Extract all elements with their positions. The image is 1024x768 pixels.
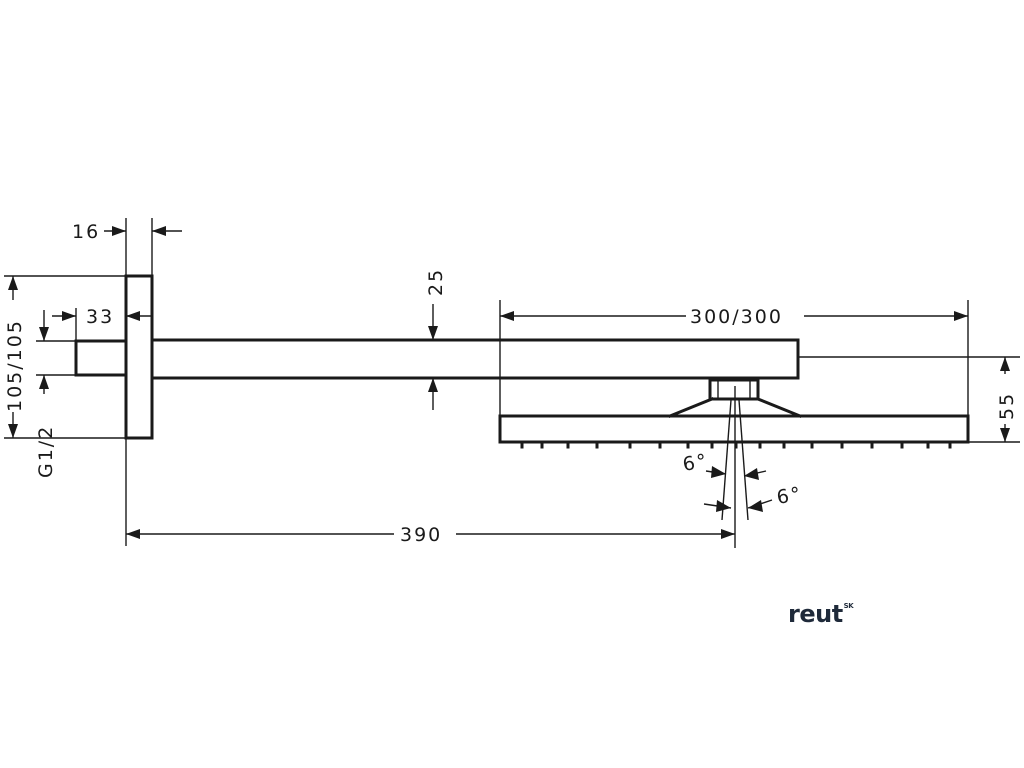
dim-flange-size-label: 105/105	[4, 319, 26, 412]
tilt-line-right	[738, 399, 749, 521]
arm-connector	[708, 378, 760, 401]
shower-arm	[150, 338, 800, 380]
dim-inlet-length-label: 33	[86, 306, 114, 328]
dim-head-size: 300/300	[499, 300, 969, 416]
dim-flange-size: 105/105	[4, 275, 126, 439]
dim-projection: 390	[125, 438, 735, 546]
dim-inlet-length: 33	[52, 306, 152, 341]
dim-arm-height: 25	[425, 268, 447, 410]
brand-logo-suffix: SK	[843, 602, 854, 610]
dim-flange-thickness-label: 16	[72, 221, 100, 243]
dim-head-height-label: 55	[996, 392, 1018, 420]
dim-tilt-right: 6°	[703, 483, 804, 512]
brand-logo: reutSK	[788, 600, 854, 628]
dim-arm-height-label: 25	[425, 268, 447, 296]
dim-tilt-left-label: 6°	[681, 450, 710, 476]
dim-thread-label: G1/2	[35, 425, 57, 478]
dim-thread: G1/2	[35, 310, 76, 478]
wall-flange	[124, 274, 154, 440]
dim-projection-label: 390	[400, 524, 442, 546]
inlet-nipple	[74, 339, 128, 377]
dim-flange-thickness: 16	[72, 218, 182, 276]
dim-head-height: 55	[798, 356, 1020, 443]
dim-tilt-right-label: 6°	[775, 483, 804, 509]
nozzle-row	[520, 440, 952, 449]
dim-tilt-left: 6°	[681, 450, 767, 480]
dim-head-size-label: 300/300	[690, 306, 783, 328]
tilt-line-left	[721, 399, 732, 521]
shower-head-plate	[498, 414, 970, 444]
brand-logo-text: reut	[788, 600, 843, 628]
